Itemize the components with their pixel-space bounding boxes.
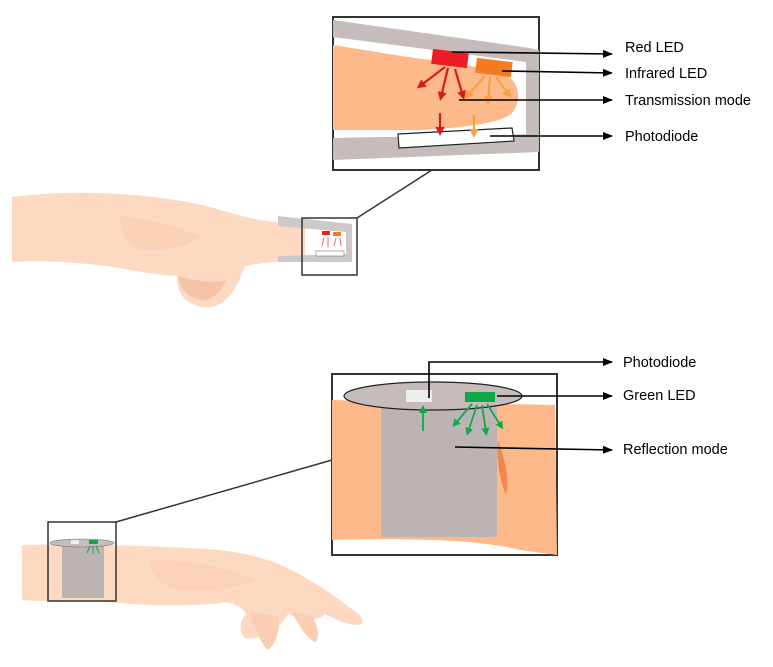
forearm-and-hand-bottom — [22, 544, 363, 639]
reflection-inset — [331, 373, 558, 556]
thumb-top — [178, 276, 226, 300]
infrared-led — [475, 57, 513, 78]
watch-ellipse — [343, 381, 523, 411]
photodiode-sensor-bottom — [406, 390, 432, 402]
label-photodiode-top: Photodiode — [625, 129, 698, 145]
clip-detail-ir-led — [333, 232, 341, 236]
callouts-top — [451, 49, 613, 140]
zoom-frame-small-top — [301, 217, 358, 276]
clip-detail-photodiode — [315, 250, 345, 257]
zoom-connector-bottom — [115, 459, 333, 523]
green-light-rays — [452, 403, 504, 436]
label-infrared-led: Infrared LED — [625, 66, 707, 82]
transmission-inset — [332, 16, 540, 171]
small-photodiode — [71, 540, 79, 544]
zoom-frame-small-bottom — [47, 521, 117, 602]
hand-shading-bottom — [150, 560, 255, 590]
infrared-light-rays — [464, 75, 512, 138]
wrist-sensor-band-small — [62, 544, 104, 598]
red-light-rays — [416, 66, 466, 136]
label-photodiode-bottom: Photodiode — [623, 355, 696, 371]
label-transmission-mode: Transmission mode — [625, 93, 751, 109]
watch-ellipse-small — [49, 538, 115, 548]
label-reflection-mode: Reflection mode — [623, 442, 728, 458]
label-red-led: Red LED — [625, 40, 684, 56]
watch-body — [381, 397, 497, 537]
label-green-led: Green LED — [623, 388, 696, 404]
clip-detail-rays — [321, 236, 342, 247]
clip-detail-red-led — [322, 231, 330, 235]
hand-wrist-illustration — [22, 521, 363, 650]
small-green-rays — [86, 545, 100, 554]
green-led — [465, 392, 495, 402]
small-green-led — [89, 540, 98, 544]
hand-pointing-illustration — [12, 192, 358, 308]
zoom-connector-top — [356, 169, 433, 219]
hand-shading-top — [120, 215, 200, 251]
tendon-shading — [497, 440, 508, 495]
red-led — [431, 48, 469, 69]
callouts-bottom — [428, 358, 613, 454]
fingers-bottom — [250, 612, 319, 650]
finger-clip-small — [278, 216, 352, 262]
